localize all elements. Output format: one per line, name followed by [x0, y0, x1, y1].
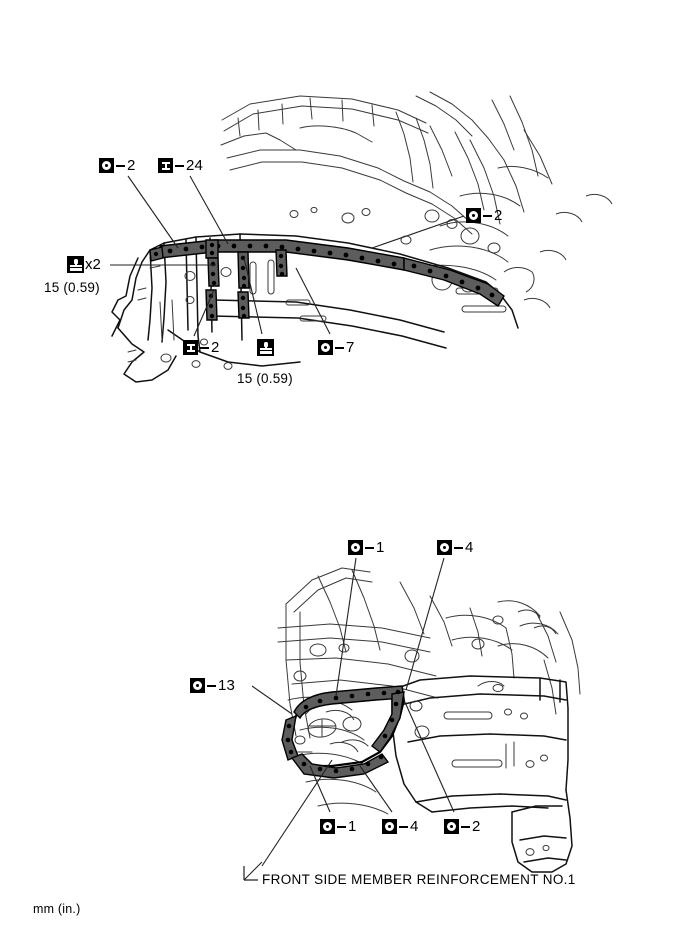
weld-band-top-left [149, 246, 164, 262]
callout-quantity: 2 [211, 339, 220, 356]
arc-weld-icon [158, 158, 173, 173]
callout-quantity: 2 [494, 207, 503, 224]
spot-weld-icon [320, 819, 335, 834]
leader-dash [365, 546, 374, 549]
callout-quantity: 1 [348, 818, 357, 835]
leader-lines-top [110, 175, 465, 337]
callout-arc-weld-2[interactable]: 2 [183, 340, 220, 355]
part-name-caption: FRONT SIDE MEMBER REINFORCEMENT NO.1 [262, 872, 576, 887]
weld-column-f [275, 249, 288, 277]
callout-quantity: 4 [410, 818, 419, 835]
callout-spot-weld-7[interactable]: 7 [318, 340, 355, 355]
weld-band-bottom [281, 685, 405, 779]
weld-column-e [237, 291, 250, 319]
callout-multiplier: x2 [85, 256, 101, 273]
callout-spot-weld-2-right[interactable]: 2 [466, 208, 503, 223]
weld-column-d [237, 251, 250, 289]
callout-torque-lower[interactable] [257, 339, 274, 356]
spot-weld-icon [382, 819, 397, 834]
callout-spot-weld-4-lower[interactable]: 4 [382, 819, 419, 834]
weld-column-c [205, 289, 218, 321]
leader-dash [175, 164, 184, 167]
leader-dash [116, 164, 125, 167]
leader-dash [207, 684, 216, 687]
callout-torque-x2[interactable]: x2 [67, 256, 101, 273]
spot-weld-icon [437, 540, 452, 555]
spot-weld-icon [99, 158, 114, 173]
top-figure-artwork [110, 91, 613, 383]
callout-quantity: 24 [186, 157, 204, 174]
spot-weld-icon [318, 340, 333, 355]
torque-value-lower: 15 (0.59) [237, 371, 293, 386]
spot-weld-icon [466, 208, 481, 223]
callout-quantity: 2 [472, 818, 481, 835]
torque-icon [67, 256, 84, 273]
weld-band-top-main [159, 239, 405, 271]
callout-quantity: 4 [465, 539, 474, 556]
callout-quantity: 7 [346, 339, 355, 356]
arc-weld-icon [183, 340, 198, 355]
spot-weld-icon [348, 540, 363, 555]
leader-dash [454, 546, 463, 549]
spot-weld-icon [190, 678, 205, 693]
spot-weld-icon [444, 819, 459, 834]
callout-quantity: 2 [127, 157, 136, 174]
leader-dash [399, 825, 408, 828]
weld-band-top-right [403, 257, 505, 307]
weld-column-b [207, 257, 220, 287]
torque-value-upper: 15 (0.59) [44, 280, 100, 295]
callout-arc-weld-24[interactable]: 24 [158, 158, 203, 173]
callout-spot-weld-1-lower[interactable]: 1 [320, 819, 357, 834]
callout-quantity: 1 [376, 539, 385, 556]
leader-dash [200, 346, 209, 349]
callout-spot-weld-1-upper[interactable]: 1 [348, 540, 385, 555]
weld-column-a [205, 239, 219, 259]
leader-dash [335, 346, 344, 349]
torque-icon [257, 339, 274, 356]
callout-spot-weld-13[interactable]: 13 [190, 678, 235, 693]
leader-dash [483, 214, 492, 217]
callout-quantity: 13 [218, 677, 236, 694]
unit-note: mm (in.) [33, 902, 81, 916]
callout-spot-weld-2-lower[interactable]: 2 [444, 819, 481, 834]
callout-spot-weld-2-upper-left[interactable]: 2 [99, 158, 136, 173]
leader-dash [461, 825, 470, 828]
leader-dash [337, 825, 346, 828]
callout-spot-weld-4-upper[interactable]: 4 [437, 540, 474, 555]
